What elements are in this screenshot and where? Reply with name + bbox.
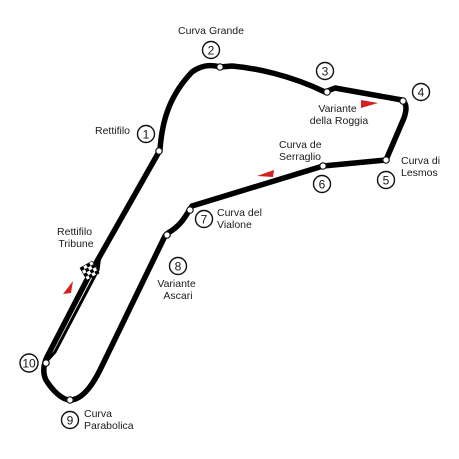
label-corner-9: Curva Parabolica (84, 408, 134, 432)
label-corner-3: Variante della Roggia (310, 103, 369, 127)
node-corner-9 (66, 396, 74, 404)
label-corner-2: Curva Grande (178, 25, 244, 37)
node-corner-7 (186, 206, 194, 214)
corner-badge-5: 5 (376, 170, 396, 190)
svg-text:1: 1 (143, 128, 150, 142)
corner-badge-3: 3 (315, 61, 335, 81)
svg-text:4: 4 (418, 86, 425, 100)
corner-badge-2: 2 (201, 40, 221, 60)
corner-badge-1: 1 (136, 124, 156, 144)
svg-text:9: 9 (67, 414, 74, 428)
node-corner-8 (163, 231, 171, 239)
checkered-flag-icon (79, 260, 100, 281)
label-corner-1: Rettifilo (95, 125, 130, 137)
track-outline (41, 62, 409, 403)
corner-badge-6: 6 (312, 174, 332, 194)
node-corner-6 (319, 162, 327, 170)
svg-text:10: 10 (22, 357, 36, 371)
node-corner-3 (323, 88, 331, 96)
svg-text:6: 6 (319, 178, 326, 192)
label-corner-8: Variante Ascari (157, 278, 198, 302)
svg-text:7: 7 (201, 213, 208, 227)
corner-badge-9: 9 (60, 410, 80, 430)
corner-badge-8: 8 (168, 256, 188, 276)
node-corner-4 (399, 97, 407, 105)
label-corner-5: Curva di Lesmos (401, 155, 443, 179)
svg-text:2: 2 (208, 44, 215, 58)
direction-arrow-roggia (361, 100, 378, 108)
corner-badge-10: 10 (19, 353, 39, 373)
label-rettifilo-tribune: Rettifilo Tribune (57, 226, 95, 250)
direction-arrow-start (63, 281, 73, 294)
svg-text:5: 5 (383, 174, 390, 188)
label-corner-7: Curva del Vialone (217, 207, 265, 231)
node-corner-10 (42, 359, 50, 367)
node-corner-5 (382, 156, 390, 164)
corner-badge-7: 7 (194, 209, 214, 229)
svg-text:3: 3 (322, 65, 329, 79)
direction-arrow-serraglio (257, 170, 274, 177)
pit-lane (44, 253, 102, 364)
node-corner-2 (216, 63, 224, 71)
label-corner-6: Curva de Serraglio (279, 139, 325, 163)
svg-text:8: 8 (175, 260, 182, 274)
node-corner-1 (155, 147, 163, 155)
corner-badge-4: 4 (411, 82, 431, 102)
